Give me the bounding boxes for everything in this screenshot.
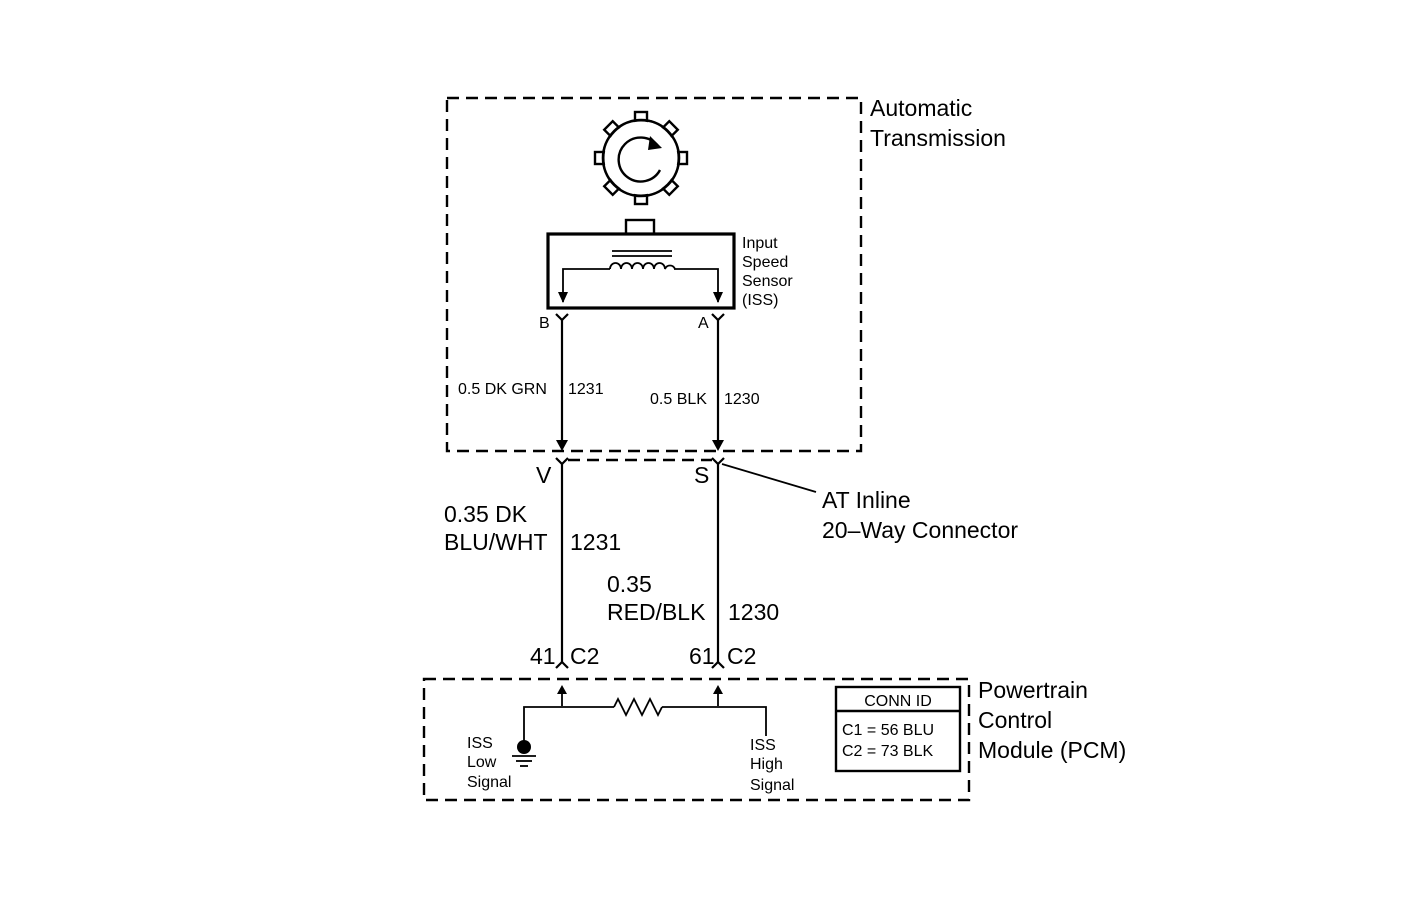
inline-pin-v: V — [536, 462, 552, 488]
pcm-right-pin-connector: C2 — [727, 643, 756, 669]
reluctor-wheel-icon — [593, 110, 689, 206]
pcm-internal-circuit — [523, 685, 767, 744]
input-speed-sensor — [546, 218, 736, 310]
conn-id-table — [834, 685, 962, 773]
iss-high-line3: Signal — [750, 777, 794, 794]
pcm-left-pin-number: 41 — [530, 643, 556, 669]
inline-pin-s: S — [694, 462, 709, 488]
pcm-right-pin-number: 61 — [689, 643, 715, 669]
wire-label-lower-left-line2: BLU/WHT — [444, 529, 548, 555]
iss-high-line1: ISS — [750, 737, 776, 754]
pcm-label-line2: Control — [978, 707, 1052, 733]
inline-connector — [555, 457, 817, 493]
conn-id-row1: C1 = 56 BLU — [842, 722, 934, 739]
sensor-label-line2: Speed — [742, 254, 788, 271]
wire-circuit-upper-right: 1230 — [724, 391, 760, 408]
pcm-label-line1: Powertrain — [978, 677, 1088, 703]
pcm-left-pin-connector: C2 — [570, 643, 599, 669]
sensor-pin-b: B — [539, 315, 550, 332]
sensor-label-line3: Sensor — [742, 273, 793, 290]
wire-circuit-upper-left: 1231 — [568, 381, 604, 398]
transmission-boundary — [445, 96, 863, 453]
conn-id-title: CONN ID — [864, 693, 932, 710]
wire-label-lower-right-line1: 0.35 — [607, 571, 652, 597]
wire-label-lower-right-line2: RED/BLK — [607, 599, 706, 625]
pcm-connector-pins — [555, 660, 725, 669]
sensor-label-line4: (ISS) — [742, 292, 778, 309]
conn-id-row2: C2 = 73 BLK — [842, 743, 934, 760]
pcm-label-line3: Module (PCM) — [978, 737, 1126, 763]
wire-circuit-lower-left: 1231 — [570, 529, 621, 555]
transmission-label-line1: Automatic — [870, 95, 972, 121]
ground-icon — [512, 740, 536, 767]
sensor-label-line1: Input — [742, 235, 778, 252]
inline-connector-label-line2: 20–Way Connector — [822, 517, 1018, 543]
iss-low-line2: Low — [467, 754, 497, 771]
pcm-boundary — [422, 677, 971, 802]
wire-label-upper-left: 0.5 DK GRN — [458, 381, 547, 398]
iss-low-line3: Signal — [467, 774, 511, 791]
iss-low-line1: ISS — [467, 735, 493, 752]
wire-label-lower-left-line1: 0.35 DK — [444, 501, 528, 527]
sensor-pin-a: A — [698, 315, 709, 332]
inline-connector-label-line1: AT Inline — [822, 487, 911, 513]
transmission-label-line2: Transmission — [870, 125, 1006, 151]
wire-label-upper-right: 0.5 BLK — [650, 391, 707, 408]
iss-high-line2: High — [750, 756, 783, 773]
wire-circuit-lower-right: 1230 — [728, 599, 779, 625]
